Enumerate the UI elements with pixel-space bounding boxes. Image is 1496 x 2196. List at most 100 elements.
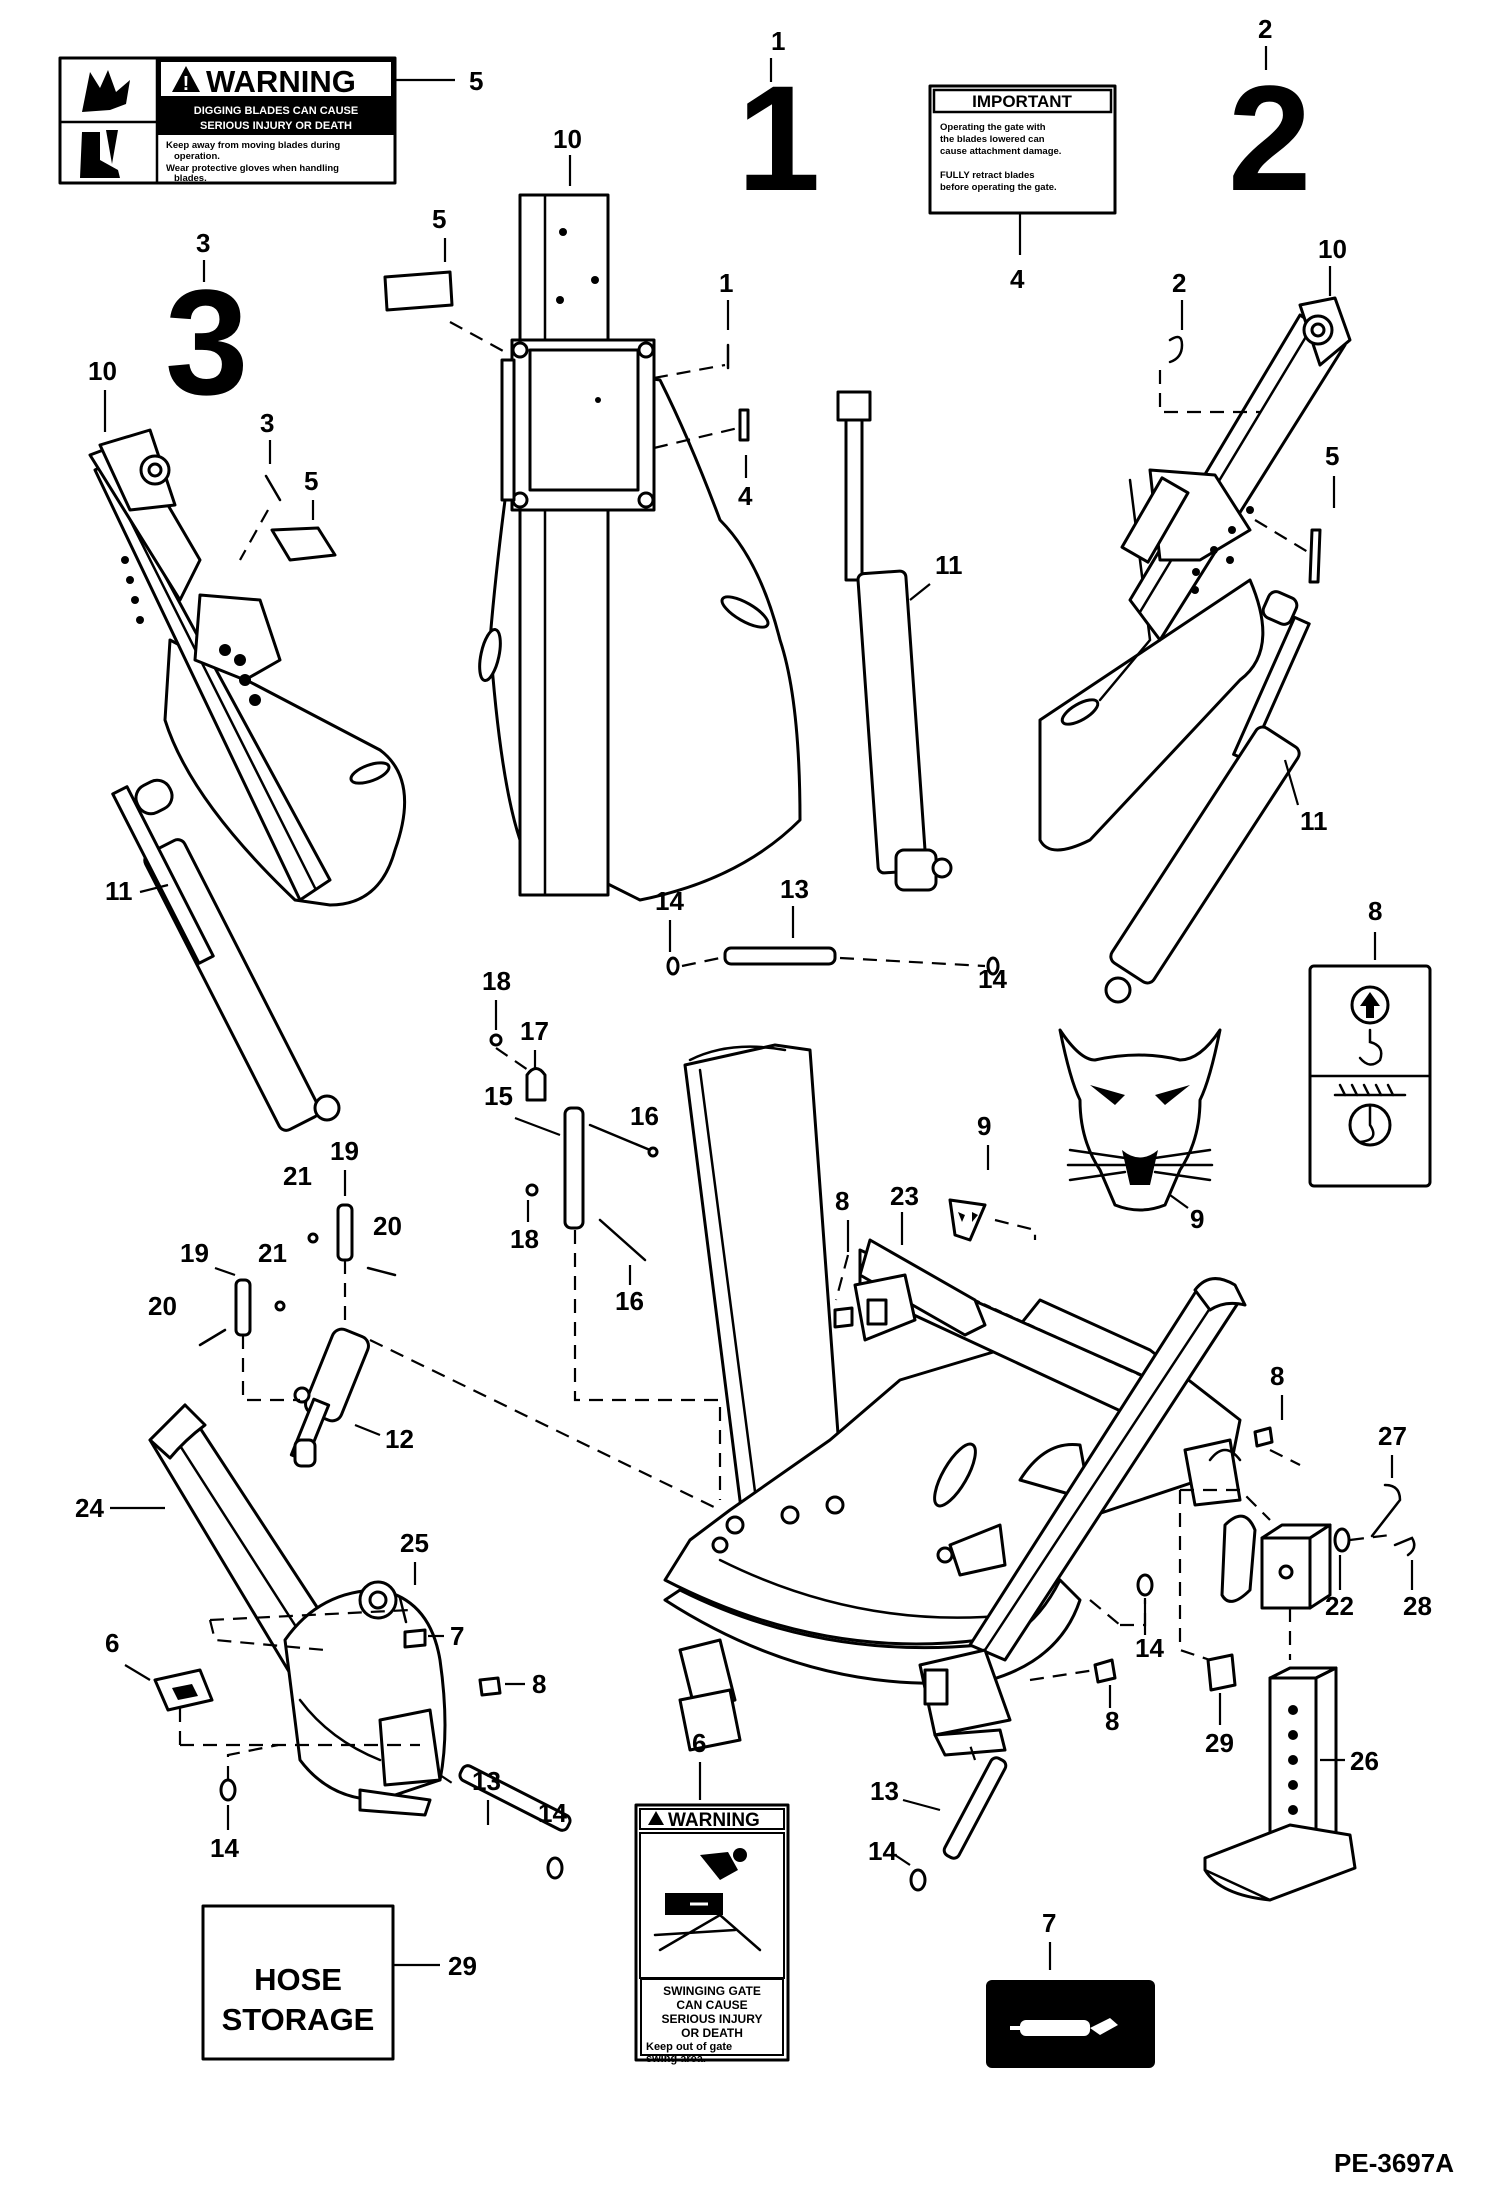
decal-warning-blades-hazard2: SERIOUS INJURY OR DEATH — [200, 120, 352, 132]
svg-text:9: 9 — [977, 1111, 991, 1141]
svg-text:8: 8 — [835, 1186, 849, 1216]
group-number-2: 2 2 — [1228, 14, 1311, 222]
svg-text:7: 7 — [1042, 1908, 1056, 1938]
decal-hydraulic: 7 — [986, 1908, 1155, 2068]
decal-warning-blades-heading: WARNING — [206, 64, 356, 99]
svg-text:2: 2 — [1172, 268, 1186, 298]
svg-text:5: 5 — [304, 466, 318, 496]
svg-text:25: 25 — [400, 1528, 429, 1558]
blade-assembly-3: 10 3 5 — [88, 356, 407, 907]
svg-text:6: 6 — [692, 1728, 706, 1758]
svg-text:27: 27 — [1378, 1421, 1407, 1451]
svg-text:8: 8 — [1270, 1361, 1284, 1391]
frame-upright — [683, 1043, 847, 1542]
svg-text:29: 29 — [448, 1951, 477, 1981]
decal-warning-blades: ! WARNING DIGGING BLADES CAN CAUSE SERIO… — [58, 56, 483, 185]
svg-text:8: 8 — [532, 1669, 546, 1699]
warning-triangle-icon — [172, 66, 200, 92]
svg-text:3: 3 — [260, 408, 274, 438]
svg-text:21: 21 — [258, 1238, 287, 1268]
svg-text:swing area.: swing area. — [646, 2053, 706, 2065]
svg-text:OR DEATH: OR DEATH — [681, 2026, 743, 2040]
svg-text:18: 18 — [482, 966, 511, 996]
blade-2-decal-5 — [1308, 528, 1322, 584]
svg-text:26: 26 — [1350, 1746, 1379, 1776]
svg-text:CAN CAUSE: CAN CAUSE — [676, 1998, 747, 2012]
person-icon — [700, 1852, 738, 1880]
svg-text:2: 2 — [1258, 14, 1272, 44]
cylinder-left: 11 — [105, 778, 341, 1132]
hand-cut-hazard-icon — [82, 70, 130, 112]
svg-text:23: 23 — [890, 1181, 919, 1211]
svg-text:10: 10 — [88, 356, 117, 386]
cylinder-center: 11 — [836, 390, 963, 892]
svg-text:21: 21 — [283, 1161, 312, 1191]
blade-1-guide — [518, 193, 610, 897]
arm-24: 24 25 7 6 8 14 13 14 — [75, 1403, 572, 1880]
svg-text:7: 7 — [450, 1621, 464, 1651]
jack-hardware-right: 8 27 22 28 26 29 — [868, 1361, 1432, 1902]
svg-text:24: 24 — [75, 1493, 104, 1523]
svg-text:28: 28 — [1403, 1591, 1432, 1621]
decal-important-line4: FULLY retract blades — [940, 170, 1035, 181]
svg-text:29: 29 — [1205, 1728, 1234, 1758]
svg-text:STORAGE: STORAGE — [222, 2002, 375, 2037]
decal-important-heading: IMPORTANT — [972, 92, 1072, 111]
cylinder-right: 11 — [1104, 590, 1328, 1004]
svg-text:14: 14 — [655, 886, 684, 916]
svg-text:11: 11 — [1300, 806, 1328, 836]
gate-warning-triangle-icon — [648, 1811, 664, 1825]
blade-3-decal-5 — [270, 526, 337, 562]
group-number-3: 3 3 — [165, 228, 248, 426]
svg-text:19: 19 — [330, 1136, 359, 1166]
callout-5-decal: 5 — [469, 66, 483, 96]
svg-text:14: 14 — [868, 1836, 897, 1866]
svg-text:5: 5 — [432, 204, 446, 234]
svg-text:3: 3 — [165, 258, 248, 426]
blade-3-pin-3 — [264, 474, 282, 502]
blade-assembly-2: 2 10 5 — [1038, 234, 1352, 852]
boot-hazard-icon — [80, 132, 120, 178]
svg-text:HOSE: HOSE — [254, 1962, 342, 1997]
svg-text:15: 15 — [484, 1081, 513, 1111]
svg-text:SERIOUS INJURY: SERIOUS INJURY — [662, 2012, 763, 2026]
svg-text:9: 9 — [1190, 1204, 1204, 1234]
pin-15 — [563, 1106, 585, 1230]
group-number-1: 1 1 — [737, 26, 820, 222]
svg-text:19: 19 — [180, 1238, 209, 1268]
svg-text:18: 18 — [510, 1224, 539, 1254]
decal-warning-blades-b1l2: operation. — [174, 151, 220, 162]
decal-warning-gate: 6 WARNING SWINGING GATE CAN CAUSE SERIOU… — [634, 1728, 790, 2065]
decal-warning-blades-b2l1: Wear protective gloves when handling — [166, 163, 339, 174]
svg-text:2: 2 — [1228, 54, 1311, 222]
decal-lift-point: 8 — [1308, 896, 1432, 1188]
svg-text:WARNING: WARNING — [668, 1810, 760, 1831]
svg-text:20: 20 — [148, 1291, 177, 1321]
frame-23: 23 8 9 — [663, 1043, 1242, 1752]
decal-warning-blades-b2l2: blades. — [174, 173, 207, 184]
blade-2-pin-2 — [1168, 335, 1184, 364]
svg-text:1: 1 — [737, 54, 820, 222]
svg-text:5: 5 — [1325, 441, 1339, 471]
decal-important-line5: before operating the gate. — [940, 182, 1057, 193]
svg-text:17: 17 — [520, 1016, 549, 1046]
drawing-number: PE-3697A — [1334, 2148, 1454, 2178]
svg-text:13: 13 — [870, 1776, 899, 1806]
svg-text:8: 8 — [1105, 1706, 1119, 1736]
svg-text:14: 14 — [210, 1833, 239, 1863]
svg-text:SWINGING GATE: SWINGING GATE — [663, 1984, 761, 1998]
decal-warning-blades-hazard1: DIGGING BLADES CAN CAUSE — [194, 105, 358, 117]
blade-2-plate — [1038, 578, 1265, 852]
svg-text:8: 8 — [1368, 896, 1382, 926]
svg-text:16: 16 — [615, 1286, 644, 1316]
svg-text:!: ! — [183, 73, 190, 95]
blade-1-decal-5 — [383, 270, 454, 312]
svg-text:11: 11 — [935, 550, 963, 580]
decal-important-line3: cause attachment damage. — [940, 146, 1061, 157]
logo-bobcat-large: 9 — [1058, 1028, 1222, 1234]
svg-text:6: 6 — [105, 1628, 119, 1658]
svg-text:14: 14 — [1135, 1633, 1164, 1663]
svg-text:20: 20 — [373, 1211, 402, 1241]
svg-text:22: 22 — [1325, 1591, 1354, 1621]
